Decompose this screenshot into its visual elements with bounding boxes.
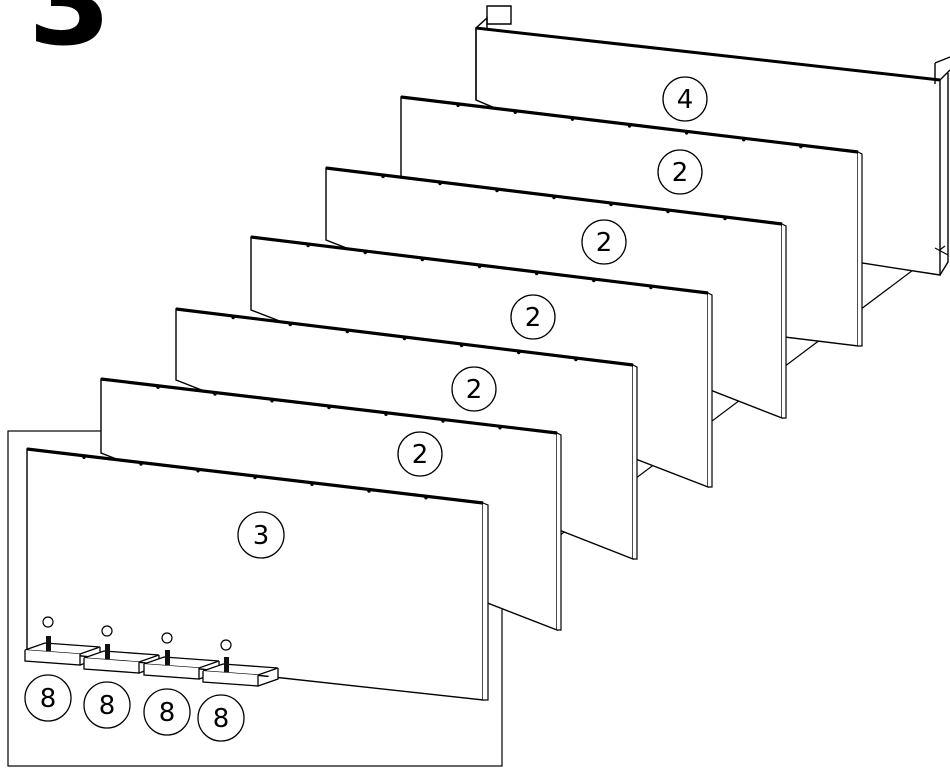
dowel-hole xyxy=(42,616,54,628)
panel-callout: 2 xyxy=(397,431,443,477)
dowel-hole xyxy=(161,632,173,644)
dowel xyxy=(224,657,229,672)
dowel xyxy=(165,650,170,665)
foot-callout-label: 8 xyxy=(99,691,116,721)
panel-callout: 2 xyxy=(657,149,703,195)
panel-callout: 4 xyxy=(662,76,708,122)
foot-callout: 8 xyxy=(143,688,191,736)
panel-callout-label: 2 xyxy=(596,228,613,258)
foot-callout: 8 xyxy=(197,694,245,742)
foot-callout-label: 8 xyxy=(40,684,57,714)
dowel xyxy=(46,636,51,651)
dowel-hole xyxy=(220,639,232,651)
foot-callout-label: 8 xyxy=(159,698,176,728)
foot-callout: 8 xyxy=(24,674,72,722)
foot-assembly xyxy=(143,632,220,680)
foot-assembly xyxy=(202,639,279,687)
panel-callout-label: 4 xyxy=(677,85,694,115)
panel-callout-label: 2 xyxy=(672,158,689,188)
panel-callout-label: 2 xyxy=(525,303,542,333)
panel-callout: 2 xyxy=(581,219,627,265)
front-panel xyxy=(26,447,489,701)
dowel xyxy=(105,644,110,659)
panel-callout-label: 2 xyxy=(412,440,429,470)
panel-callout: 2 xyxy=(510,294,556,340)
panel-callout: 3 xyxy=(237,511,285,559)
panel-callout-label: 3 xyxy=(253,521,270,551)
foot-callout: 8 xyxy=(83,681,131,729)
dowel-hole xyxy=(101,625,113,637)
panel-callout-label: 2 xyxy=(466,375,483,405)
step-number: 3 xyxy=(28,0,112,73)
foot-callout-label: 8 xyxy=(213,704,230,734)
panel-callout: 2 xyxy=(451,366,497,412)
